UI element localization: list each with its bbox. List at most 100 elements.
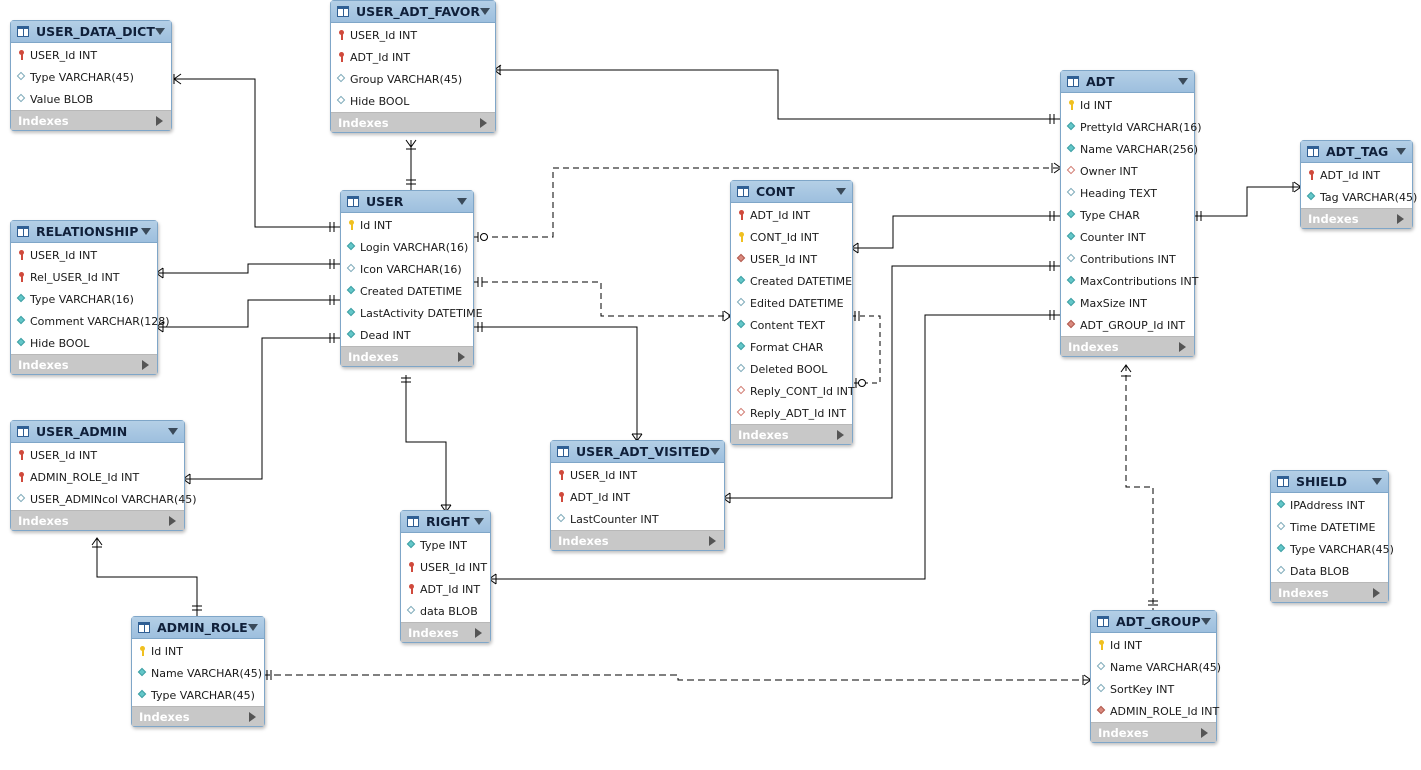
table-column[interactable]: Type VARCHAR(45) (1271, 538, 1394, 560)
table-column[interactable]: Id INT (1091, 634, 1216, 656)
table-header[interactable]: RIGHT (401, 511, 490, 533)
table-column[interactable]: Id INT (132, 640, 264, 662)
table-column[interactable]: PrettyId VARCHAR(16) (1061, 116, 1202, 138)
expand-arrow-icon[interactable] (709, 535, 716, 546)
table-column[interactable]: Id INT (341, 214, 473, 236)
collapse-arrow-icon[interactable] (836, 188, 846, 195)
table-column[interactable]: ADT_Id INT (401, 578, 490, 600)
table-column[interactable]: Hide BOOL (11, 332, 157, 354)
table-column[interactable]: MaxSize INT (1061, 292, 1194, 314)
indexes-section[interactable]: Indexes (11, 110, 171, 130)
table-column[interactable]: LastCounter INT (551, 508, 724, 530)
table-header[interactable]: RELATIONSHIP (11, 221, 157, 243)
table-column[interactable]: Rel_USER_Id INT (11, 266, 157, 288)
table-column[interactable]: ADT_Id INT (331, 46, 495, 68)
collapse-arrow-icon[interactable] (474, 518, 484, 525)
table-column[interactable]: SortKey INT (1091, 678, 1216, 700)
table-column[interactable]: Comment VARCHAR(128) (11, 310, 170, 332)
table-column[interactable]: Type VARCHAR(16) (11, 288, 157, 310)
table-column[interactable]: Counter INT (1061, 226, 1194, 248)
table-column[interactable]: Contributions INT (1061, 248, 1194, 270)
table-column[interactable]: USER_Id INT (11, 444, 184, 466)
collapse-arrow-icon[interactable] (1178, 78, 1188, 85)
expand-arrow-icon[interactable] (1179, 341, 1186, 352)
expand-arrow-icon[interactable] (249, 711, 256, 722)
table-column[interactable]: Group VARCHAR(45) (331, 68, 495, 90)
table-column[interactable]: Reply_ADT_Id INT (731, 402, 852, 424)
table-column[interactable]: Name VARCHAR(45) (132, 662, 264, 684)
table-header[interactable]: ADT (1061, 71, 1194, 93)
table-column[interactable]: ADT_Id INT (551, 486, 724, 508)
table-column[interactable]: Login VARCHAR(16) (341, 236, 473, 258)
indexes-section[interactable]: Indexes (401, 622, 490, 642)
table-header[interactable]: USER_DATA_DICT (11, 21, 171, 43)
table-column[interactable]: LastActivity DATETIME (341, 302, 483, 324)
table-column[interactable]: Heading TEXT (1061, 182, 1194, 204)
table-column[interactable]: Owner INT (1061, 160, 1194, 182)
expand-arrow-icon[interactable] (458, 351, 465, 362)
table-header[interactable]: ADMIN_ROLE (132, 617, 264, 639)
collapse-arrow-icon[interactable] (155, 28, 165, 35)
collapse-arrow-icon[interactable] (141, 228, 151, 235)
indexes-section[interactable]: Indexes (1061, 336, 1194, 356)
table-column[interactable]: Type VARCHAR(45) (11, 66, 171, 88)
table-header[interactable]: SHIELD (1271, 471, 1388, 493)
table-column[interactable]: USER_Id INT (11, 44, 171, 66)
collapse-arrow-icon[interactable] (1372, 478, 1382, 485)
table-column[interactable]: data BLOB (401, 600, 490, 622)
table-column[interactable]: Content TEXT (731, 314, 852, 336)
table-column[interactable]: ADT_Id INT (1301, 164, 1412, 186)
indexes-section[interactable]: Indexes (11, 354, 157, 374)
table-header[interactable]: USER (341, 191, 473, 213)
table-header[interactable]: CONT (731, 181, 852, 203)
table-column[interactable]: MaxContributions INT (1061, 270, 1198, 292)
table-column[interactable]: ADT_Id INT (731, 204, 852, 226)
table-column[interactable]: Created DATETIME (731, 270, 852, 292)
indexes-section[interactable]: Indexes (331, 112, 495, 132)
table-header[interactable]: ADT_GROUP (1091, 611, 1216, 633)
indexes-section[interactable]: Indexes (1271, 582, 1388, 602)
expand-arrow-icon[interactable] (475, 627, 482, 638)
table-column[interactable]: Name VARCHAR(45) (1091, 656, 1221, 678)
table-column[interactable]: Reply_CONT_Id INT (731, 380, 855, 402)
collapse-arrow-icon[interactable] (709, 448, 720, 455)
indexes-section[interactable]: Indexes (1301, 208, 1412, 228)
expand-arrow-icon[interactable] (156, 115, 163, 126)
expand-arrow-icon[interactable] (1373, 587, 1380, 598)
indexes-section[interactable]: Indexes (1091, 722, 1216, 742)
table-column[interactable]: Created DATETIME (341, 280, 473, 302)
table-column[interactable]: USER_Id INT (731, 248, 852, 270)
expand-arrow-icon[interactable] (837, 429, 844, 440)
table-column[interactable]: Data BLOB (1271, 560, 1388, 582)
table-column[interactable]: ADT_GROUP_Id INT (1061, 314, 1194, 336)
table-column[interactable]: Time DATETIME (1271, 516, 1388, 538)
expand-arrow-icon[interactable] (1201, 727, 1208, 738)
table-column[interactable]: USER_ADMINcol VARCHAR(45) (11, 488, 197, 510)
table-column[interactable]: Icon VARCHAR(16) (341, 258, 473, 280)
indexes-section[interactable]: Indexes (11, 510, 184, 530)
table-column[interactable]: Type VARCHAR(45) (132, 684, 264, 706)
expand-arrow-icon[interactable] (142, 359, 149, 370)
table-column[interactable]: Hide BOOL (331, 90, 495, 112)
table-column[interactable]: IPAddress INT (1271, 494, 1388, 516)
table-header[interactable]: USER_ADMIN (11, 421, 184, 443)
table-column[interactable]: Id INT (1061, 94, 1194, 116)
indexes-section[interactable]: Indexes (341, 346, 473, 366)
table-column[interactable]: Edited DATETIME (731, 292, 852, 314)
table-column[interactable]: Format CHAR (731, 336, 852, 358)
collapse-arrow-icon[interactable] (480, 8, 491, 15)
table-column[interactable]: ADMIN_ROLE_Id INT (11, 466, 184, 488)
